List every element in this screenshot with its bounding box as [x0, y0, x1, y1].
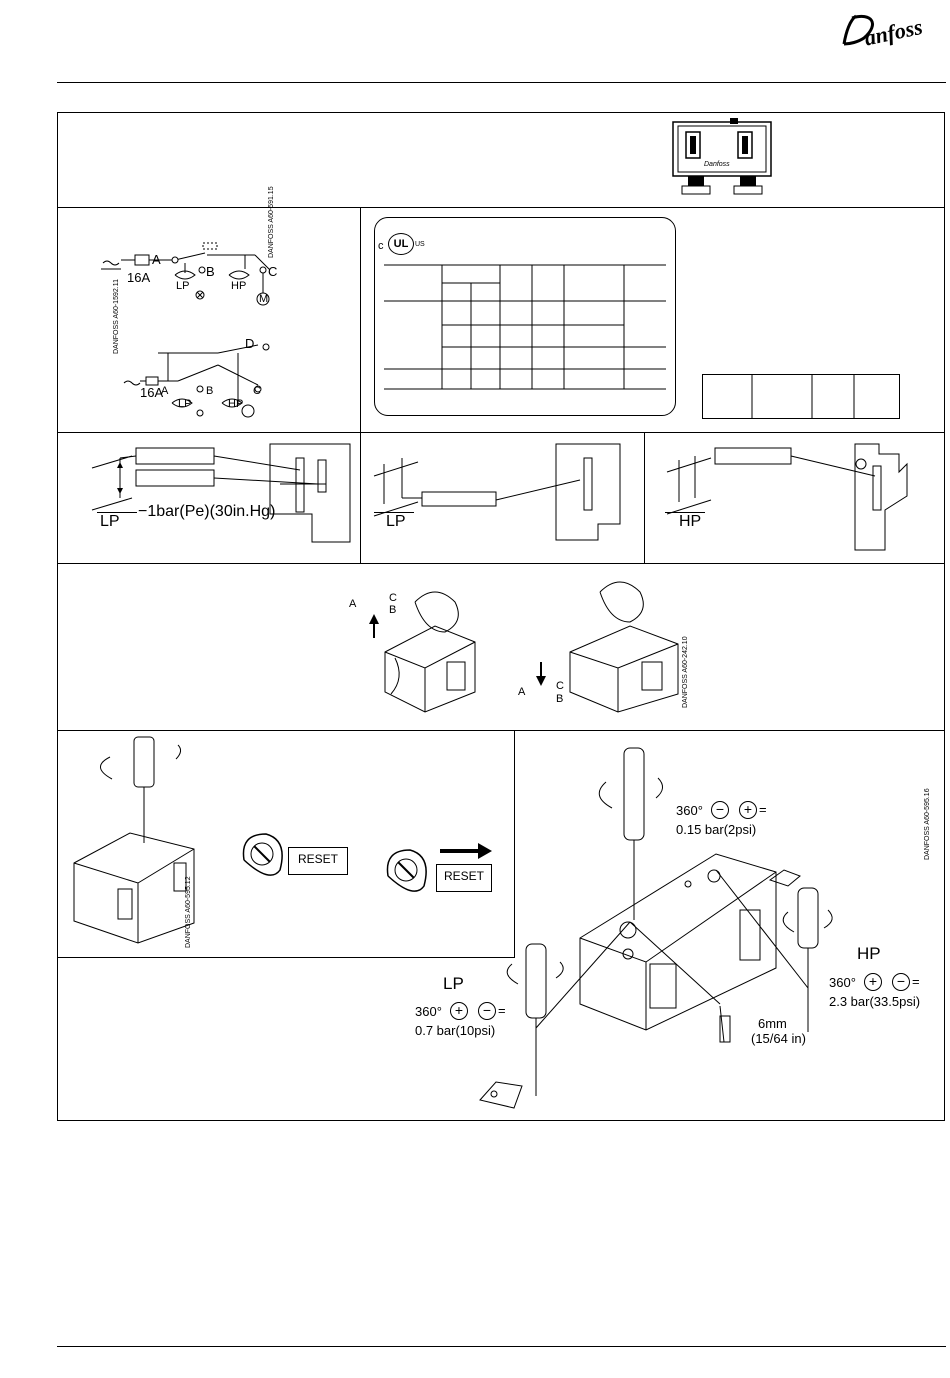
lp-adjust-label: LP [443, 974, 464, 993]
diff-value: 0.15 bar(2psi) [676, 822, 757, 837]
plus-icon: + [864, 973, 882, 991]
adjust-code: DANFOSS A60-595.16 [924, 788, 931, 860]
wiring-code-2: DANFOSS A60-1592.11 [113, 279, 120, 354]
contact-code: DANFOSS A60-242.10 [682, 636, 689, 708]
lp-value: 0.7 bar(10psi) [415, 1023, 496, 1038]
diff-eq: = [759, 802, 767, 817]
wiring2-lp-label: LP [178, 398, 192, 410]
contact2-c: C [556, 680, 564, 692]
wiring-diagram-1 [101, 242, 271, 306]
wiring2-terminal-c: C [253, 385, 261, 397]
ul-logo: UL [388, 233, 414, 255]
wiring-terminal-a: A [152, 252, 161, 267]
footer-rule [57, 1346, 946, 1347]
wiring-diagram-2 [123, 343, 270, 418]
wiring2-terminal-a: A [161, 385, 169, 397]
lp-base-line [97, 512, 137, 513]
dim-mm: 6mm [758, 1016, 787, 1031]
wiring-terminal-b: B [206, 264, 215, 279]
wiring-hp-label: HP [231, 280, 247, 292]
reset-button-2[interactable]: RESET [436, 864, 492, 892]
lp-diff-label: LP [386, 513, 406, 530]
row-divider [57, 957, 515, 958]
minus-icon: − [711, 801, 729, 819]
contact1-b: B [389, 604, 397, 616]
contact1-c: C [389, 592, 397, 604]
hp-setting-label: HP [679, 513, 702, 530]
wiring2-fuse-label: 16A [140, 385, 164, 400]
wiring-lp-label: LP [176, 280, 190, 292]
lp-diff-diagram [373, 443, 621, 541]
hp-base-line [665, 512, 705, 513]
diff-360: 360° [676, 803, 703, 818]
product-front-view: Danfoss [672, 118, 772, 195]
ul-c-mark: c [378, 240, 384, 252]
wiring-terminal-c: C [268, 264, 278, 279]
contact1-a: A [349, 598, 357, 610]
contact2-b: B [556, 693, 564, 705]
ul-us-mark: US [415, 241, 425, 248]
reset-button-1[interactable]: RESET [288, 847, 348, 875]
minus-icon: − [892, 973, 910, 991]
wiring2-terminal-b: B [206, 385, 214, 397]
reset-box-drawing [73, 736, 195, 944]
plus-icon: + [450, 1002, 468, 1020]
hp-adjust-label: HP [857, 944, 881, 963]
wiring-fuse-label: 16A [127, 270, 151, 285]
ul-rating-table [384, 264, 666, 390]
lp-eq: = [498, 1003, 506, 1018]
row-divider [57, 563, 945, 564]
hp-setting-diagram [666, 443, 908, 551]
ul-rating-box [374, 217, 676, 416]
content-frame [57, 112, 945, 1121]
col-divider [514, 730, 515, 957]
wiring-motor-label: M [259, 293, 269, 305]
empty-table [702, 374, 900, 419]
lp-setting-diagram [91, 443, 351, 543]
col-divider [360, 207, 361, 563]
reset-knob-2 [386, 849, 427, 892]
row-divider [57, 730, 945, 731]
down-arrow [536, 662, 546, 686]
lp-setting-label: LP [100, 513, 120, 530]
contact-test-photo-2 [569, 581, 679, 713]
col-divider [644, 432, 645, 563]
danfoss-logo: anfoss [842, 14, 925, 51]
hp-360: 360° [829, 975, 856, 990]
dim-in: (15/64 in) [751, 1031, 806, 1046]
hp-eq: = [912, 974, 920, 989]
plus-icon: + [739, 801, 757, 819]
lp-360: 360° [415, 1004, 442, 1019]
header-rule [57, 82, 946, 83]
contact2-a: A [518, 686, 526, 698]
wiring2-hp-label: HP [228, 398, 244, 410]
reset-knob-1 [242, 833, 283, 876]
adjustment-drawing [479, 747, 833, 1109]
minus-icon: − [478, 1002, 496, 1020]
hp-value: 2.3 bar(33.5psi) [829, 994, 921, 1009]
svg-text:Danfoss: Danfoss [704, 161, 730, 168]
lp-diff-base-line [374, 512, 414, 513]
wiring-code-1: DANFOSS A60-591.15 [268, 186, 275, 258]
row-divider [57, 207, 945, 208]
wiring2-terminal-d: D [245, 336, 255, 351]
row-divider [57, 432, 945, 433]
reset-arrow [440, 843, 492, 859]
up-arrow [369, 614, 379, 638]
vacuum-text: −1bar(Pe)(30in.Hg) [138, 503, 276, 520]
reset-code: DANFOSS A60-595.12 [185, 876, 192, 948]
contact-test-photo-1 [384, 591, 476, 713]
